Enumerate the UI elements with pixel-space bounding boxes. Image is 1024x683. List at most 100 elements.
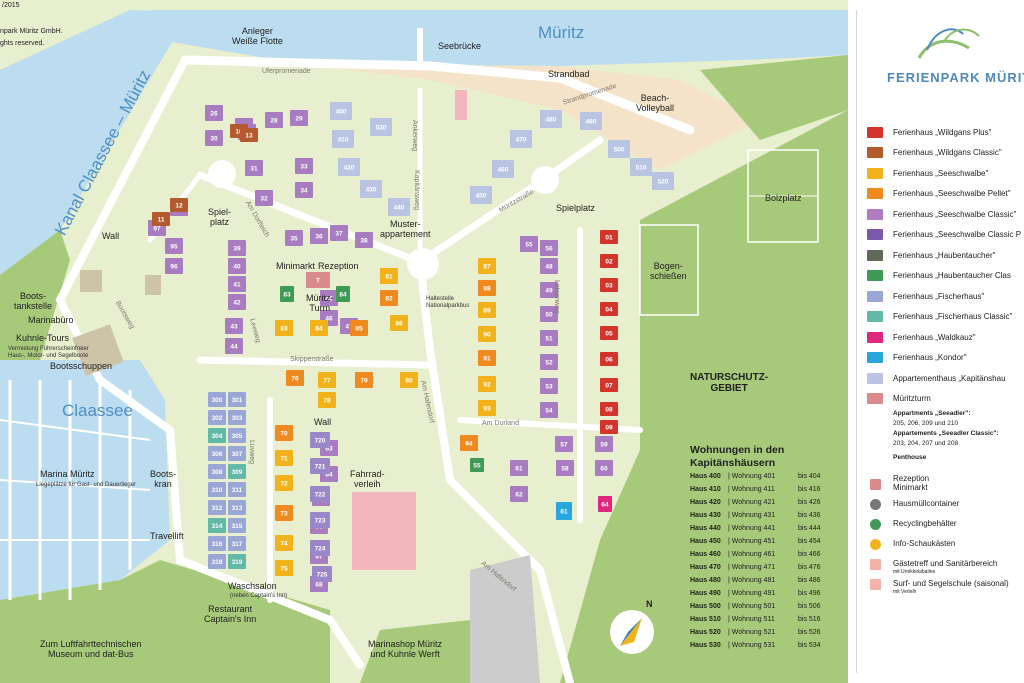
house-purple-51[interactable]: 51 xyxy=(540,330,558,346)
house-seeschwalbe-78[interactable]: 78 xyxy=(318,392,336,408)
house-seeschwalbe-82[interactable]: 82 xyxy=(380,290,398,306)
house-fischer-316[interactable]: 316 xyxy=(208,536,226,551)
house-wildgans-08[interactable]: 08 xyxy=(600,402,618,416)
house-purple-45[interactable]: 45 xyxy=(320,290,338,306)
house-seeschwalbe-81[interactable]: 81 xyxy=(380,268,398,284)
house-seeschwalbe-70[interactable]: 70 xyxy=(275,425,293,441)
house-purple-52[interactable]: 52 xyxy=(540,354,558,370)
house-wildgans-06[interactable]: 06 xyxy=(600,352,618,366)
house-fischer-308[interactable]: 308 xyxy=(208,464,226,479)
house-purple-49[interactable]: 49 xyxy=(540,282,558,298)
house-seeschwalbe-93[interactable]: 93 xyxy=(478,400,496,416)
house-purple-35[interactable]: 35 xyxy=(285,230,303,246)
house-kapitaen-410[interactable]: 410 xyxy=(332,130,354,148)
house-fischer-314[interactable]: 314 xyxy=(208,518,226,533)
house-seeschwalbe-classic-724[interactable]: 724 xyxy=(310,540,330,556)
house-purple-55[interactable]: 55 xyxy=(520,236,538,252)
house-seeschwalbe-75[interactable]: 75 xyxy=(275,560,293,576)
house-wildgans-12[interactable]: 12 xyxy=(170,198,188,212)
house-purple-50[interactable]: 50 xyxy=(540,306,558,322)
house-fischer-309[interactable]: 309 xyxy=(228,464,246,479)
house-purple-26[interactable]: 26 xyxy=(205,105,223,121)
house-purple-53[interactable]: 53 xyxy=(540,378,558,394)
house-seeschwalbe-77[interactable]: 77 xyxy=(318,372,336,388)
house-seeschwalbe-89[interactable]: 89 xyxy=(478,302,496,318)
house-purple-62[interactable]: 62 xyxy=(510,486,528,502)
house-fischer-315[interactable]: 315 xyxy=(228,518,246,533)
house-seeschwalbe-86[interactable]: 86 xyxy=(390,315,408,331)
house-fischer-307[interactable]: 307 xyxy=(228,446,246,461)
house-fischer-300[interactable]: 300 xyxy=(208,392,226,407)
house-fischer-303[interactable]: 303 xyxy=(228,410,246,425)
house-seeschwalbe-classic-721[interactable]: 721 xyxy=(310,458,330,474)
house-seeschwalbe-88[interactable]: 88 xyxy=(478,280,496,296)
house-haubentaucher-83[interactable]: 83 xyxy=(280,286,294,302)
house-purple-59[interactable]: 59 xyxy=(595,436,613,452)
house-purple-38[interactable]: 38 xyxy=(355,232,373,248)
house-seeschwalbe-80[interactable]: 80 xyxy=(400,372,418,388)
house-purple-32[interactable]: 32 xyxy=(255,190,273,206)
house-wildgans-02[interactable]: 02 xyxy=(600,254,618,268)
house-purple-42[interactable]: 42 xyxy=(228,294,246,310)
house-purple-34[interactable]: 34 xyxy=(295,182,313,198)
house-kapitaen-480[interactable]: 480 xyxy=(540,110,562,128)
house-fischer-304[interactable]: 304 xyxy=(208,428,226,443)
house-fischer-311[interactable]: 311 xyxy=(228,482,246,497)
house-purple-44[interactable]: 44 xyxy=(225,338,243,354)
house-seeschwalbe-76[interactable]: 76 xyxy=(286,370,304,386)
house-purple-28[interactable]: 28 xyxy=(265,112,283,128)
house-seeschwalbe-73[interactable]: 73 xyxy=(275,505,293,521)
house-wildgans-03[interactable]: 03 xyxy=(600,278,618,292)
house-kapitaen-490[interactable]: 490 xyxy=(580,112,602,130)
house-purple-96[interactable]: 96 xyxy=(165,258,183,274)
house-fischer-302[interactable]: 302 xyxy=(208,410,226,425)
house-fischer-312[interactable]: 312 xyxy=(208,500,226,515)
house-kapitaen-500[interactable]: 500 xyxy=(608,140,630,158)
house-seeschwalbe-71[interactable]: 71 xyxy=(275,450,293,466)
house-kapitaen-430[interactable]: 430 xyxy=(360,180,382,198)
house-purple-56[interactable]: 56 xyxy=(540,240,558,256)
house-fischer-318[interactable]: 318 xyxy=(208,554,226,569)
house-waldkauz-64[interactable]: 64 xyxy=(598,496,612,512)
house-kapitaen-400[interactable]: 400 xyxy=(330,102,352,120)
house-kapitaen-510[interactable]: 510 xyxy=(630,158,652,176)
house-haubentaucher-55[interactable]: 55 xyxy=(470,458,484,472)
house-kondor-61[interactable]: 61 xyxy=(556,502,572,520)
house-seeschwalbe-72[interactable]: 72 xyxy=(275,475,293,491)
house-seeschwalbe-classic-725[interactable]: 725 xyxy=(312,566,332,582)
house-purple-95[interactable]: 95 xyxy=(165,238,183,254)
house-seeschwalbe-classic-723[interactable]: 723 xyxy=(310,512,330,528)
house-kapitaen-520[interactable]: 520 xyxy=(652,172,674,190)
house-purple-61[interactable]: 61 xyxy=(510,460,528,476)
house-seeschwalbe-83[interactable]: 83 xyxy=(275,320,293,336)
house-seeschwalbe-91[interactable]: 91 xyxy=(478,350,496,366)
house-purple-30[interactable]: 30 xyxy=(205,130,223,146)
house-purple-33[interactable]: 33 xyxy=(295,158,313,174)
house-wildgans-01[interactable]: 01 xyxy=(600,230,618,244)
house-purple-57[interactable]: 57 xyxy=(555,436,573,452)
house-seeschwalbe-84[interactable]: 84 xyxy=(310,320,328,336)
house-purple-54[interactable]: 54 xyxy=(540,402,558,418)
house-purple-39[interactable]: 39 xyxy=(228,240,246,256)
house-purple-43[interactable]: 43 xyxy=(225,318,243,334)
house-seeschwalbe-74[interactable]: 74 xyxy=(275,535,293,551)
house-seeschwalbe-85[interactable]: 85 xyxy=(350,320,368,336)
house-wildgans-04[interactable]: 04 xyxy=(600,302,618,316)
house-seeschwalbe-classic-722[interactable]: 722 xyxy=(310,486,330,502)
house-fischer-301[interactable]: 301 xyxy=(228,392,246,407)
house-kapitaen-440[interactable]: 440 xyxy=(388,198,410,216)
house-purple-36[interactable]: 36 xyxy=(310,228,328,244)
house-seeschwalbe-87[interactable]: 87 xyxy=(478,258,496,274)
house-fischer-310[interactable]: 310 xyxy=(208,482,226,497)
house-kapitaen-420[interactable]: 420 xyxy=(338,158,360,176)
house-seeschwalbe-79[interactable]: 79 xyxy=(355,372,373,388)
house-kapitaen-450[interactable]: 450 xyxy=(470,186,492,204)
house-purple-58[interactable]: 58 xyxy=(556,460,574,476)
house-seeschwalbe-92[interactable]: 92 xyxy=(478,376,496,392)
house-fischer-313[interactable]: 313 xyxy=(228,500,246,515)
house-fischer-306[interactable]: 306 xyxy=(208,446,226,461)
house-wildgans-09[interactable]: 09 xyxy=(600,420,618,434)
